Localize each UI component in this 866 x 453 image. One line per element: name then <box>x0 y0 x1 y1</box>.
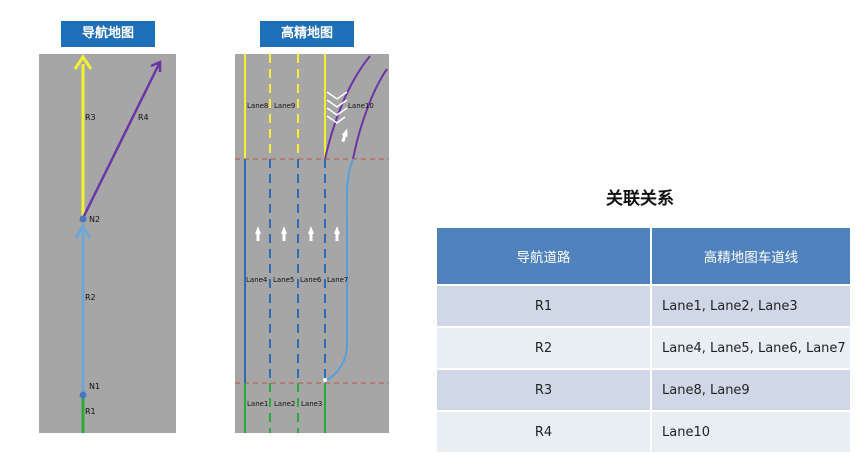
node-n2 <box>79 215 87 223</box>
relation-header-row: 导航道路 高精地图车道线 <box>437 228 850 285</box>
lane7-boundary <box>324 158 354 382</box>
cell-road: R3 <box>437 368 652 411</box>
lane10-boundary-left <box>324 55 371 160</box>
cell-road: R1 <box>437 284 652 327</box>
label-lane6: Lane6 <box>300 276 322 284</box>
road-r4-arrowhead <box>150 60 162 72</box>
nav-map-title: 导航地图 <box>61 21 155 47</box>
lane7-arrow-icon <box>334 226 340 241</box>
label-n2: N2 <box>89 215 100 224</box>
label-r3: R3 <box>85 113 96 122</box>
label-lane5: Lane5 <box>273 276 294 284</box>
label-lane4: Lane4 <box>246 276 268 284</box>
hd-map-title: 高精地图 <box>260 21 354 47</box>
relation-title: 关联关系 <box>606 189 674 209</box>
cell-road: R4 <box>437 410 652 452</box>
lane4-arrow-icon <box>255 226 261 241</box>
label-n1: N1 <box>89 382 100 391</box>
hd-map-panel: Lane8 Lane9 Lane10 Lane4 Lane5 Lane6 Lan… <box>235 54 389 433</box>
cell-lanes: Lane10 <box>651 410 850 452</box>
label-r4: R4 <box>138 113 149 122</box>
label-lane1: Lane1 <box>247 400 268 408</box>
label-lane3: Lane3 <box>301 400 322 408</box>
table-row: R3 Lane8, Lane9 <box>437 368 850 411</box>
nav-map-diagram: R3 R4 N2 R2 N1 R1 <box>73 54 162 433</box>
table-row: R2 Lane4, Lane5, Lane6, Lane7 <box>437 326 850 369</box>
label-lane7: Lane7 <box>327 276 348 284</box>
lane5-arrow-icon <box>281 226 287 241</box>
label-r1: R1 <box>85 407 96 416</box>
cell-lanes: Lane8, Lane9 <box>651 368 850 411</box>
relation-table: 导航道路 高精地图车道线 R1 Lane1, Lane2, Lane3 R2 L… <box>437 228 850 452</box>
road-r3-arrowhead <box>73 54 93 70</box>
lane10-arrow-icon <box>341 128 348 143</box>
label-lane9: Lane9 <box>274 102 295 110</box>
header-hd-lanes: 高精地图车道线 <box>651 228 850 285</box>
nav-map-panel: R3 R4 N2 R2 N1 R1 <box>39 54 176 433</box>
road-r2-arrowhead <box>74 223 92 239</box>
label-lane8: Lane8 <box>247 102 268 110</box>
cell-road: R2 <box>437 326 652 369</box>
hd-map-diagram: Lane8 Lane9 Lane10 Lane4 Lane5 Lane6 Lan… <box>235 54 389 433</box>
label-lane2: Lane2 <box>274 400 295 408</box>
cell-lanes: Lane1, Lane2, Lane3 <box>651 284 850 327</box>
table-row: R4 Lane10 <box>437 410 850 452</box>
cell-lanes: Lane4, Lane5, Lane6, Lane7 <box>651 326 850 369</box>
label-r2: R2 <box>85 293 96 302</box>
node-n1 <box>79 391 87 399</box>
header-nav-road: 导航道路 <box>437 228 652 285</box>
table-row: R1 Lane1, Lane2, Lane3 <box>437 284 850 327</box>
lane6-arrow-icon <box>308 226 314 241</box>
road-r4-line <box>81 63 161 219</box>
label-lane10: Lane10 <box>348 102 374 110</box>
lane10-boundary-right <box>352 68 388 160</box>
